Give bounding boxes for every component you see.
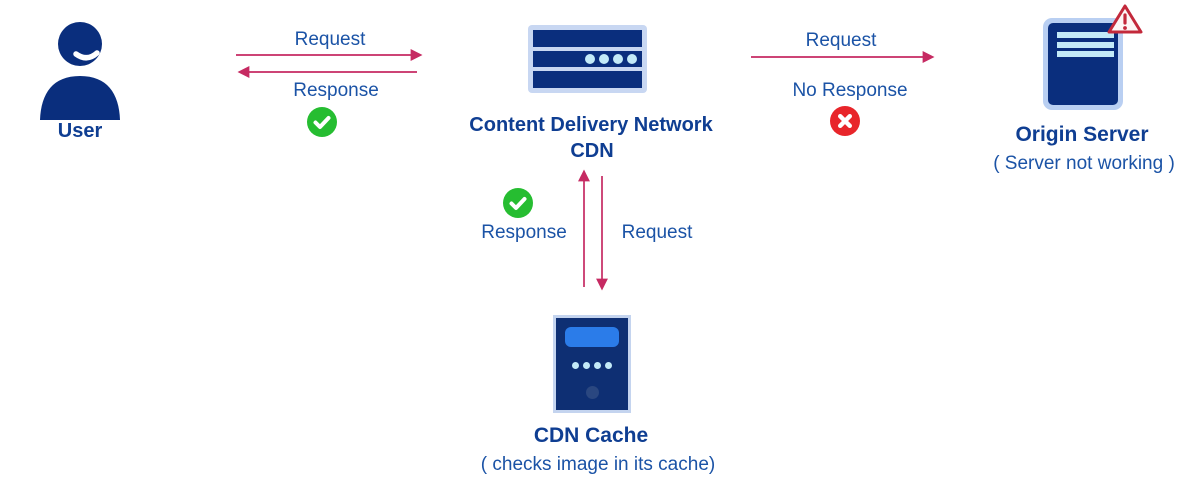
cache-led-dots [556, 362, 628, 369]
cache-led-dot [605, 362, 612, 369]
user-cdn-request-label: Request [294, 29, 366, 50]
origin-server-bar [1057, 41, 1114, 48]
cdn-cache-request-label: Request [621, 222, 693, 243]
cache-power-button [586, 386, 599, 399]
cdn-server-bar [533, 30, 642, 47]
cdn-server-icon [528, 25, 647, 93]
user-icon [40, 22, 120, 120]
success-check-icon [307, 107, 337, 137]
origin-sublabel: ( Server not working ) [993, 153, 1175, 174]
cdn-led-dot [585, 54, 595, 64]
cdn-led-dot [613, 54, 623, 64]
cdn-led-dot [599, 54, 609, 64]
cache-sublabel: ( checks image in its cache) [480, 454, 716, 475]
cache-led-dot [583, 362, 590, 369]
cdn-led-dot [627, 54, 637, 64]
error-cross-icon [830, 106, 860, 136]
cdn-sublabel: CDN [570, 140, 614, 162]
warning-icon [1107, 4, 1143, 34]
cache-drive-slot [565, 327, 619, 347]
cdn-server-bar [533, 50, 642, 68]
origin-server-icon [1043, 4, 1143, 110]
cdn-cache-response-label: Response [481, 222, 567, 243]
user-label: User [57, 120, 103, 142]
success-check-icon [503, 188, 533, 218]
cache-led-dot [572, 362, 579, 369]
cdn-label: Content Delivery Network [469, 114, 713, 136]
origin-server-body [1048, 23, 1118, 105]
origin-server-bar [1057, 51, 1114, 57]
origin-label: Origin Server [1015, 123, 1149, 146]
cdn-origin-response-label: No Response [792, 80, 908, 101]
cache-label: CDN Cache [533, 424, 649, 447]
cdn-server-bar [533, 71, 642, 89]
user-cdn-response-label: Response [293, 80, 379, 101]
origin-server-bar [1057, 32, 1114, 38]
cache-led-dot [594, 362, 601, 369]
cdn-origin-request-label: Request [805, 30, 877, 51]
cdn-cache-icon [553, 315, 631, 413]
